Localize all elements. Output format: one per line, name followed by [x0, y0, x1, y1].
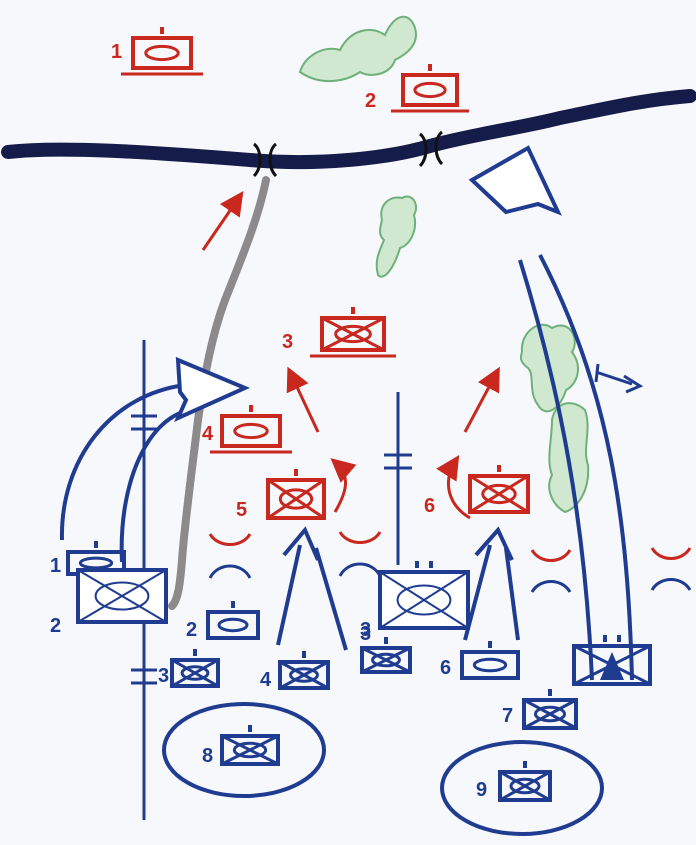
blue-attack-arrows: [59, 145, 634, 681]
tank-unit-icon: [210, 405, 292, 454]
blue-unit-4: 4: [260, 651, 330, 691]
unit-number-label: 6: [424, 495, 435, 517]
red-unit-5: 5: [236, 469, 326, 521]
contact-arcs: [208, 531, 692, 593]
mech-infantry-tank-unit-icon: [278, 651, 330, 690]
unit-number-label: 5: [236, 499, 247, 521]
mech-infantry-tank-unit-icon: [220, 725, 280, 766]
unit-number-label: 3: [360, 623, 371, 645]
blue-support-arrow-5b: [314, 547, 348, 651]
blue-unit-2: 2: [186, 601, 260, 641]
unit-number-label: 3: [282, 331, 293, 353]
blue-unit-8: 8: [202, 725, 280, 767]
red-unit-2: 2: [365, 64, 469, 113]
unit-number-label: 1: [111, 41, 122, 63]
blue-unit-3: 3: [360, 623, 412, 674]
unit-number-label: 1: [50, 555, 61, 577]
mech-infantry-tank-unit-icon: [468, 465, 530, 514]
unit-number-label: 3: [158, 665, 169, 687]
forest-patch: [375, 195, 418, 278]
bridge-east: [418, 130, 444, 168]
blue-unit-3: 3: [158, 649, 220, 688]
mech-infantry-tank-unit-icon: [498, 761, 552, 802]
infantry-unit-icon: [378, 561, 470, 630]
blue-unit-2: 2: [50, 568, 168, 637]
blue-flank-arrow-west: [59, 383, 186, 541]
reserve-area-9: [440, 740, 604, 836]
mech-infantry-tank-unit-icon: [360, 637, 412, 674]
bridge-west: [252, 142, 278, 178]
red-attack-arrows: [201, 191, 500, 520]
mech-infantry-tank-unit-icon: [522, 689, 578, 730]
blue-support-arrow-5: [276, 526, 320, 646]
forest-patch: [298, 15, 417, 83]
red-unit-3: 3: [282, 307, 396, 358]
artillery-unit-icon: [572, 635, 652, 686]
tank-unit-icon: [391, 64, 469, 113]
infantry-unit-icon: [76, 568, 168, 624]
blue-support-arrow-6b: [504, 547, 520, 641]
river: [1, 89, 696, 170]
unit-number-label: 8: [202, 745, 213, 767]
blue-hollow-arrowhead-west: [174, 356, 251, 422]
tank-unit-icon: [206, 601, 260, 640]
blue-unit-6: 6: [440, 641, 520, 680]
mech-infantry-tank-unit-icon: [310, 307, 396, 358]
blue-hollow-arrowhead-east: [468, 145, 562, 216]
blue-unit-7: 7: [502, 689, 578, 730]
blue-support-arrow-6: [463, 526, 514, 641]
unit-number-label: 6: [440, 657, 451, 679]
unit-number-label: 7: [502, 705, 513, 727]
blue-flank-arrow-east-inner: [538, 254, 634, 681]
unit-number-label: 2: [186, 619, 197, 641]
phase-line-marker: [594, 363, 644, 394]
mech-infantry-tank-unit-icon: [170, 649, 220, 688]
blue-flank-arrow-east: [518, 259, 594, 681]
red-unit-6: 6: [424, 465, 530, 517]
reserve-area-8: [162, 702, 326, 798]
blue-unit-9: 9: [476, 761, 552, 802]
unit-number-label: 4: [202, 423, 214, 445]
mech-infantry-tank-unit-icon: [266, 469, 326, 520]
tank-unit-icon: [121, 27, 203, 76]
red-unit-1: 1: [111, 27, 203, 76]
unit-number-label: 4: [260, 669, 272, 691]
blue-flank-arrow-west-inner: [119, 408, 193, 563]
blue-unit-artillery: [572, 635, 652, 686]
unit-number-label: 2: [50, 615, 61, 637]
unit-number-label: 9: [476, 779, 487, 801]
tank-unit-icon: [460, 641, 520, 680]
blue-unit-3: 3: [360, 561, 470, 641]
red-unit-4: 4: [202, 405, 292, 454]
unit-number-label: 2: [365, 90, 376, 112]
forest-patches: [298, 15, 590, 514]
boundary-lines: [131, 340, 412, 820]
unit-number-label: 3: [360, 619, 371, 641]
